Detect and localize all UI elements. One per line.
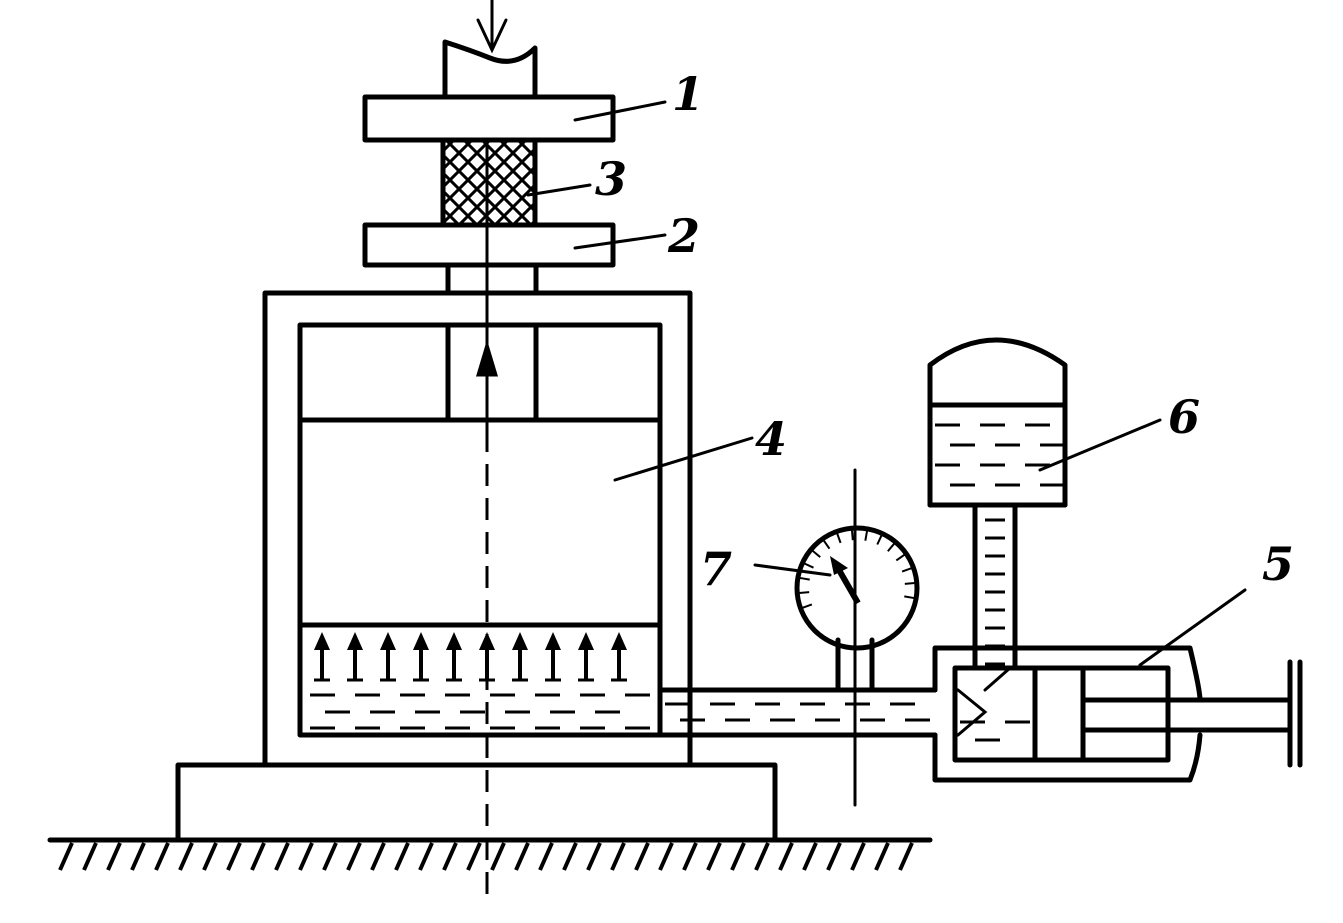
force-arrow-down (476, 18, 508, 54)
press-base (175, 762, 778, 843)
leader-lines (526, 100, 1247, 667)
label-1: 1 (672, 67, 704, 121)
label-5: 5 (1262, 537, 1294, 591)
ram (445, 322, 539, 423)
specimen (440, 137, 538, 228)
cylinder-fluid (297, 622, 930, 730)
label-7: 7 (700, 542, 732, 596)
label-6: 6 (1168, 390, 1200, 444)
pump (932, 645, 1303, 783)
label-2: 2 (667, 209, 700, 263)
pipe (657, 687, 938, 738)
plate-lower (362, 222, 616, 268)
pressure-gauge (794, 468, 920, 807)
ground (47, 837, 933, 871)
upper-rod (442, 39, 538, 100)
reservoir (927, 337, 1068, 671)
plate-upper (362, 94, 616, 143)
ram-arrow-up (475, 339, 499, 377)
press-frame (262, 290, 693, 768)
label-4: 4 (755, 412, 787, 466)
label-3: 3 (595, 152, 627, 206)
pressure-arrows (314, 632, 627, 682)
